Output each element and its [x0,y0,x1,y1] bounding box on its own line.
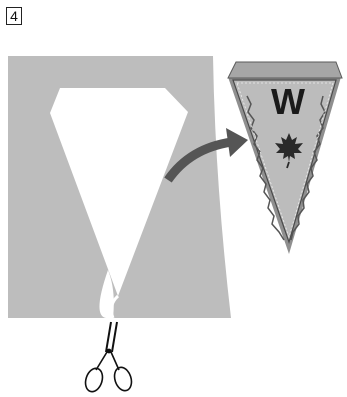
scissors-icon [83,322,135,394]
pennant-letter: W [271,81,305,122]
pennant: W [228,62,342,254]
felt-sheet [8,56,231,318]
